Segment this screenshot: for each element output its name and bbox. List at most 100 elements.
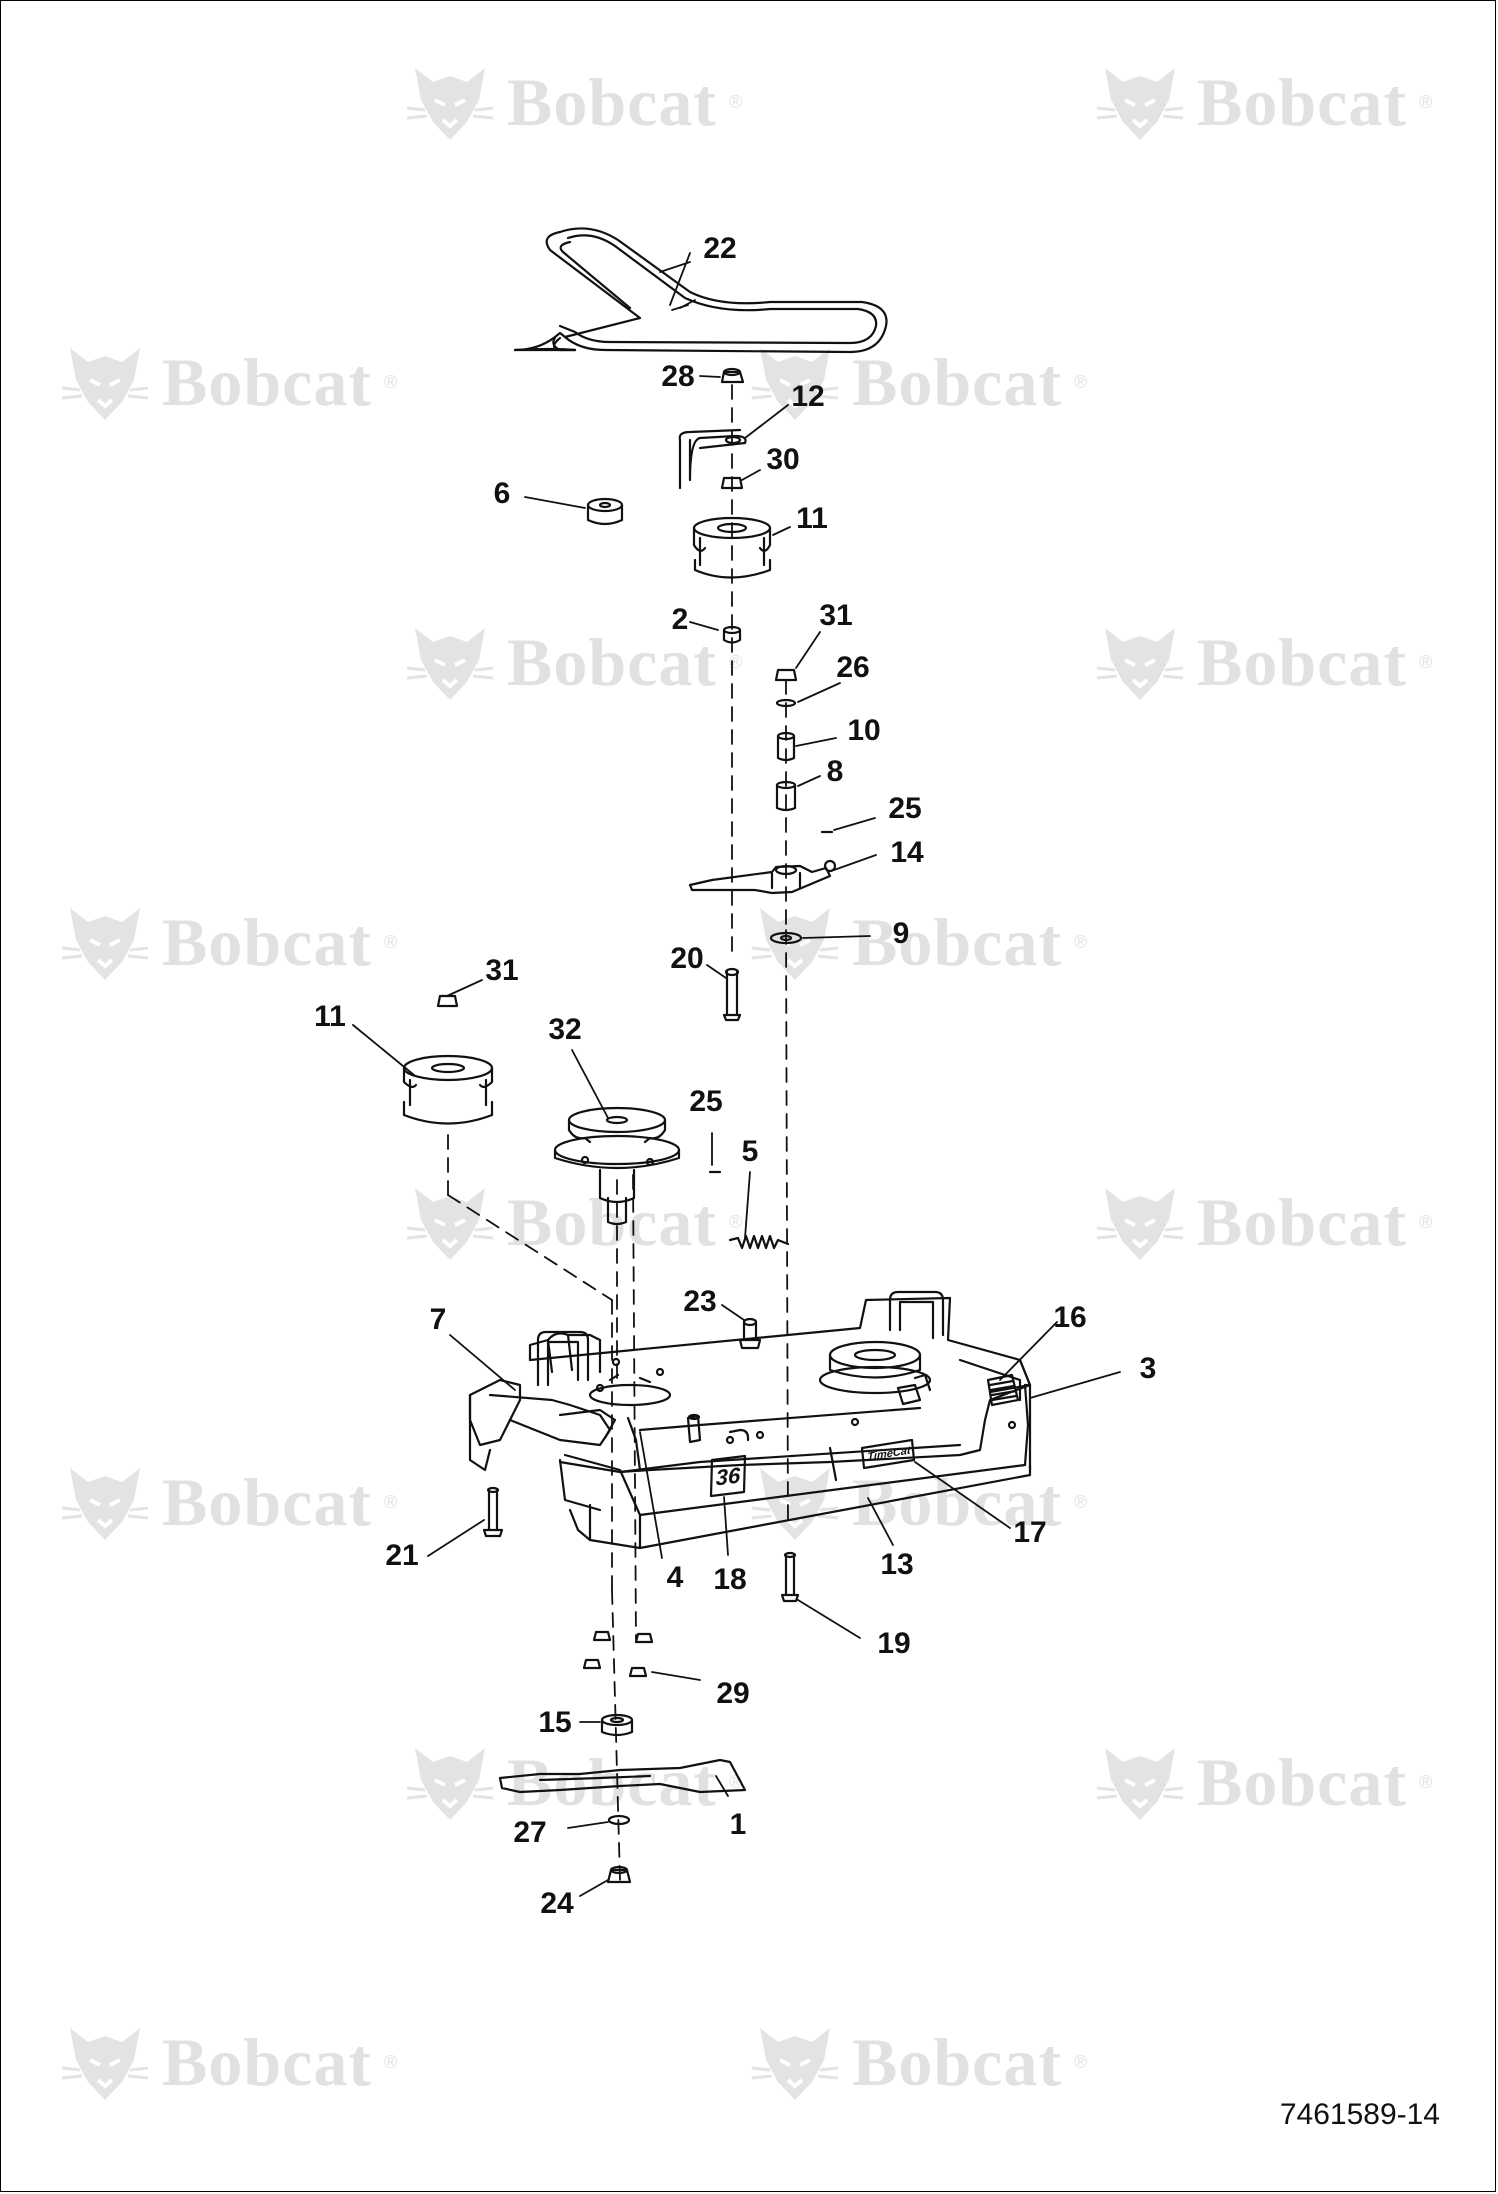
pulley-11-lower xyxy=(402,1054,494,1125)
nut-24 xyxy=(606,1865,632,1884)
watermark-registered: ® xyxy=(1074,372,1088,392)
bobcat-head-logo-icon xyxy=(406,1188,494,1260)
callout-25-upper: 25 xyxy=(888,792,922,825)
callout-2: 2 xyxy=(671,603,689,636)
bobcat-head-logo-icon xyxy=(751,908,839,980)
callout-31-lower: 31 xyxy=(485,954,519,987)
callout-16: 16 xyxy=(1053,1301,1087,1334)
callout-22: 22 xyxy=(703,232,737,265)
bobcat-head-logo-icon xyxy=(1096,1188,1184,1260)
watermark-text: Bobcat xyxy=(1197,1744,1407,1820)
watermark-registered: ® xyxy=(384,372,398,392)
leader-lines xyxy=(352,252,1121,1897)
bobcat-head-logo-icon xyxy=(1096,68,1184,140)
washer-27 xyxy=(607,1814,631,1826)
callout-4: 4 xyxy=(666,1561,684,1594)
callout-6: 6 xyxy=(493,477,511,510)
bobcat-watermark: Bobcat ® xyxy=(750,340,1087,425)
spindle-32 xyxy=(553,1106,681,1226)
bobcat-head-logo-icon xyxy=(406,628,494,700)
bobcat-watermark: Bobcat ® xyxy=(60,340,397,425)
bobcat-watermark: Bobcat® xyxy=(1095,1180,1432,1265)
watermark-text: Bobcat xyxy=(162,904,372,980)
callout-15: 15 xyxy=(538,1706,572,1739)
watermark-text: Bobcat xyxy=(852,344,1062,420)
callout-5: 5 xyxy=(741,1135,759,1168)
bobcat-watermark: Bobcat® xyxy=(750,2020,1087,2105)
bobcat-watermark: Bobcat ® xyxy=(60,2020,397,2105)
callout-23: 23 xyxy=(683,1285,717,1318)
callout-9: 9 xyxy=(892,917,910,950)
bobcat-head-logo-icon xyxy=(406,1748,494,1820)
watermark-registered: ® xyxy=(729,1212,743,1232)
watermark-text: Bobcat xyxy=(1197,64,1407,140)
callout-1: 1 xyxy=(729,1808,747,1841)
bobcat-head-logo-icon xyxy=(1096,1748,1184,1820)
watermark-registered: ® xyxy=(1419,1772,1433,1792)
bobcat-head-logo-icon xyxy=(1096,628,1184,700)
bobcat-head-logo-icon xyxy=(751,1468,839,1540)
callout-14: 14 xyxy=(890,836,924,869)
washer-26 xyxy=(775,698,797,708)
blade-1 xyxy=(498,1758,747,1794)
watermark-registered: ® xyxy=(384,1492,398,1512)
spacer-10 xyxy=(776,731,796,762)
watermark-text: Bobcat xyxy=(507,1184,717,1260)
spring-5 xyxy=(728,1234,790,1250)
callout-18: 18 xyxy=(713,1563,747,1596)
spacer-6 xyxy=(586,497,624,526)
bobcat-head-logo-icon xyxy=(751,2028,839,2100)
callout-29: 29 xyxy=(716,1677,750,1710)
bobcat-head-logo-icon xyxy=(61,1468,149,1540)
callout-3: 3 xyxy=(1139,1352,1157,1385)
nut-31-upper xyxy=(774,668,798,682)
callout-24: 24 xyxy=(540,1887,574,1920)
nut-31-lower xyxy=(436,994,459,1008)
watermark-registered: ® xyxy=(1074,2052,1088,2072)
bobcat-watermark: Bobcat ® xyxy=(1095,620,1432,705)
bobcat-watermark: Bobcat ® xyxy=(405,1180,742,1265)
callout-32: 32 xyxy=(548,1013,582,1046)
pulley-11-upper xyxy=(692,516,772,579)
watermark-text: Bobcat xyxy=(852,904,1062,980)
callout-8: 8 xyxy=(826,755,844,788)
watermark-text: Bobcat xyxy=(1197,624,1407,700)
watermark-text: Bobcat xyxy=(162,2024,372,2100)
callout-13: 13 xyxy=(880,1548,914,1581)
nut-30 xyxy=(720,476,744,490)
bobcat-watermark: Bobcat ® xyxy=(1095,60,1432,145)
bobcat-head-logo-icon xyxy=(61,2028,149,2100)
callout-17: 17 xyxy=(1013,1516,1047,1549)
callout-11-lower: 11 xyxy=(314,1000,346,1033)
watermark-text: Bobcat xyxy=(162,344,372,420)
callout-27: 27 xyxy=(513,1816,547,1849)
watermark-registered: ® xyxy=(1419,92,1433,112)
watermark-text: Bobcat xyxy=(507,1744,717,1820)
bracket-12 xyxy=(678,428,747,490)
callout-21: 21 xyxy=(385,1539,419,1572)
spacer-8 xyxy=(775,780,797,812)
bobcat-watermark: Bobcat® xyxy=(60,900,397,985)
bobcat-watermark: Bobcat® xyxy=(750,900,1087,985)
bobcat-watermark: Bobcat® xyxy=(405,60,742,145)
idler-arm-14 xyxy=(688,859,837,895)
watermark-text: Bobcat xyxy=(1197,1184,1407,1260)
bobcat-head-logo-icon xyxy=(406,68,494,140)
bobcat-watermark: Bobcat ® xyxy=(60,1460,397,1545)
callout-7: 7 xyxy=(429,1303,447,1336)
watermark-registered: ® xyxy=(384,2052,398,2072)
bobcat-watermark: Bobcat® xyxy=(405,1740,742,1825)
watermark-text: Bobcat xyxy=(162,1464,372,1540)
watermark-registered: ® xyxy=(1419,652,1433,672)
watermark-registered: ® xyxy=(729,92,743,112)
callout-12: 12 xyxy=(791,380,825,413)
callout-11-upper: 11 xyxy=(796,502,828,535)
part-number: 7461589-14 xyxy=(1279,2098,1440,2131)
bolt-20 xyxy=(722,967,742,1022)
hub-15 xyxy=(600,1713,634,1737)
mower-deck xyxy=(468,1290,1032,1550)
watermark-text: Bobcat xyxy=(507,624,717,700)
callout-19: 19 xyxy=(877,1627,911,1660)
